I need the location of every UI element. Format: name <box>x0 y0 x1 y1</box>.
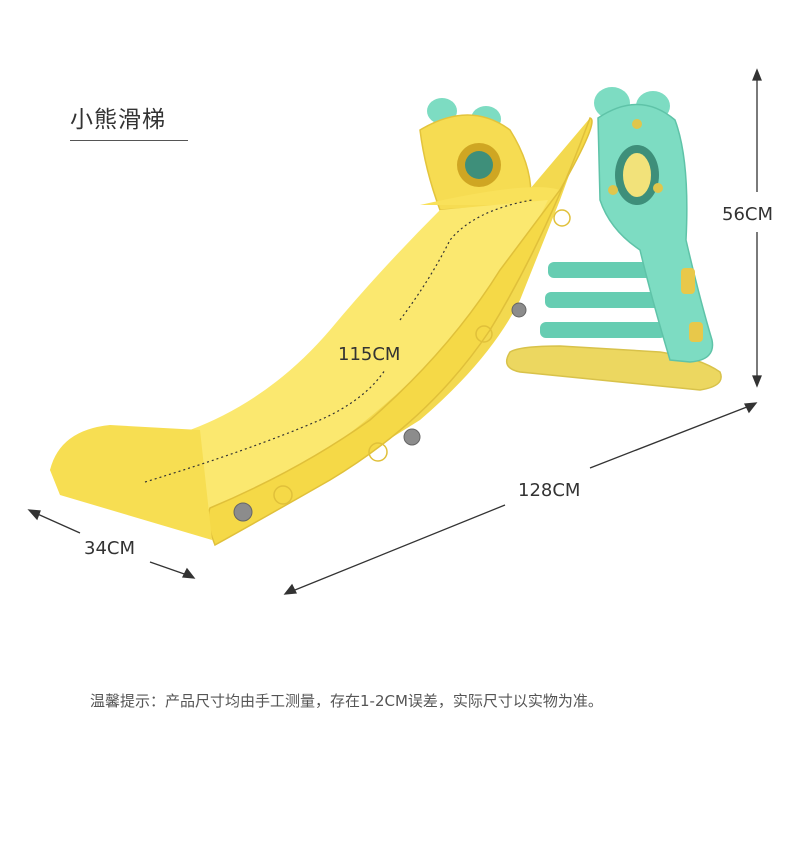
slide-body <box>50 114 593 547</box>
bear-frame <box>427 87 722 391</box>
dimension-arrows <box>27 68 762 595</box>
width-dimension-label: 34CM <box>84 538 136 559</box>
measurement-note: 温馨提示：产品尺寸均由手工测量，存在1-2CM误差，实际尺寸以实物为准。 <box>90 692 603 710</box>
title-underline <box>70 140 188 141</box>
slide-length-dimension-label: 115CM <box>338 344 401 365</box>
height-dimension-label: 56CM <box>722 204 774 225</box>
product-title: 小熊滑梯 <box>70 107 166 133</box>
length-dimension-label: 128CM <box>518 480 581 501</box>
